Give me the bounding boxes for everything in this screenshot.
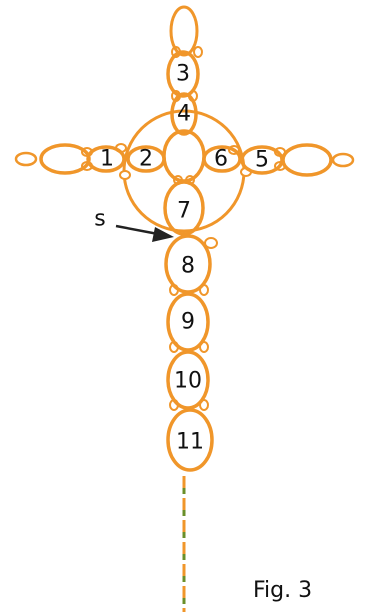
- ring-6: [202, 145, 242, 173]
- ring-label-9: 9: [181, 310, 195, 335]
- ring-label-7: 7: [177, 199, 191, 224]
- ring-label-2: 2: [139, 147, 153, 172]
- figure-caption: Fig. 3: [253, 578, 312, 603]
- ring-right-outer: [281, 143, 333, 177]
- ring-top-end: [169, 5, 199, 57]
- ring-label-3: 3: [176, 62, 190, 87]
- ring-label-1: 1: [100, 147, 114, 172]
- ring-label-5: 5: [255, 148, 269, 173]
- ring-9: [166, 292, 210, 352]
- ring-labels: 1 2 3 4 5 6 7 8 9 10 11: [100, 62, 269, 455]
- ring-left-end: [14, 151, 38, 167]
- ring-2: [126, 145, 166, 173]
- ring-7: [163, 180, 205, 236]
- ring-1: [86, 145, 126, 173]
- ring-left-outer: [39, 143, 91, 175]
- ring-right-end: [331, 152, 355, 168]
- ring-label-11: 11: [176, 430, 204, 455]
- ring-label-6: 6: [214, 147, 228, 172]
- ring-3: [166, 50, 200, 98]
- pointer-arrow: [115, 224, 174, 242]
- ring-10: [166, 350, 210, 410]
- pointer-label: s: [94, 207, 105, 232]
- ring-label-10: 10: [174, 369, 202, 394]
- ring-11: [166, 408, 214, 472]
- ring-group: [14, 5, 355, 472]
- ring-center-hub: [162, 129, 206, 183]
- ring-8: [164, 234, 212, 294]
- ring-label-4: 4: [177, 102, 191, 127]
- ring-4: [170, 92, 198, 136]
- ring-label-8: 8: [181, 254, 195, 279]
